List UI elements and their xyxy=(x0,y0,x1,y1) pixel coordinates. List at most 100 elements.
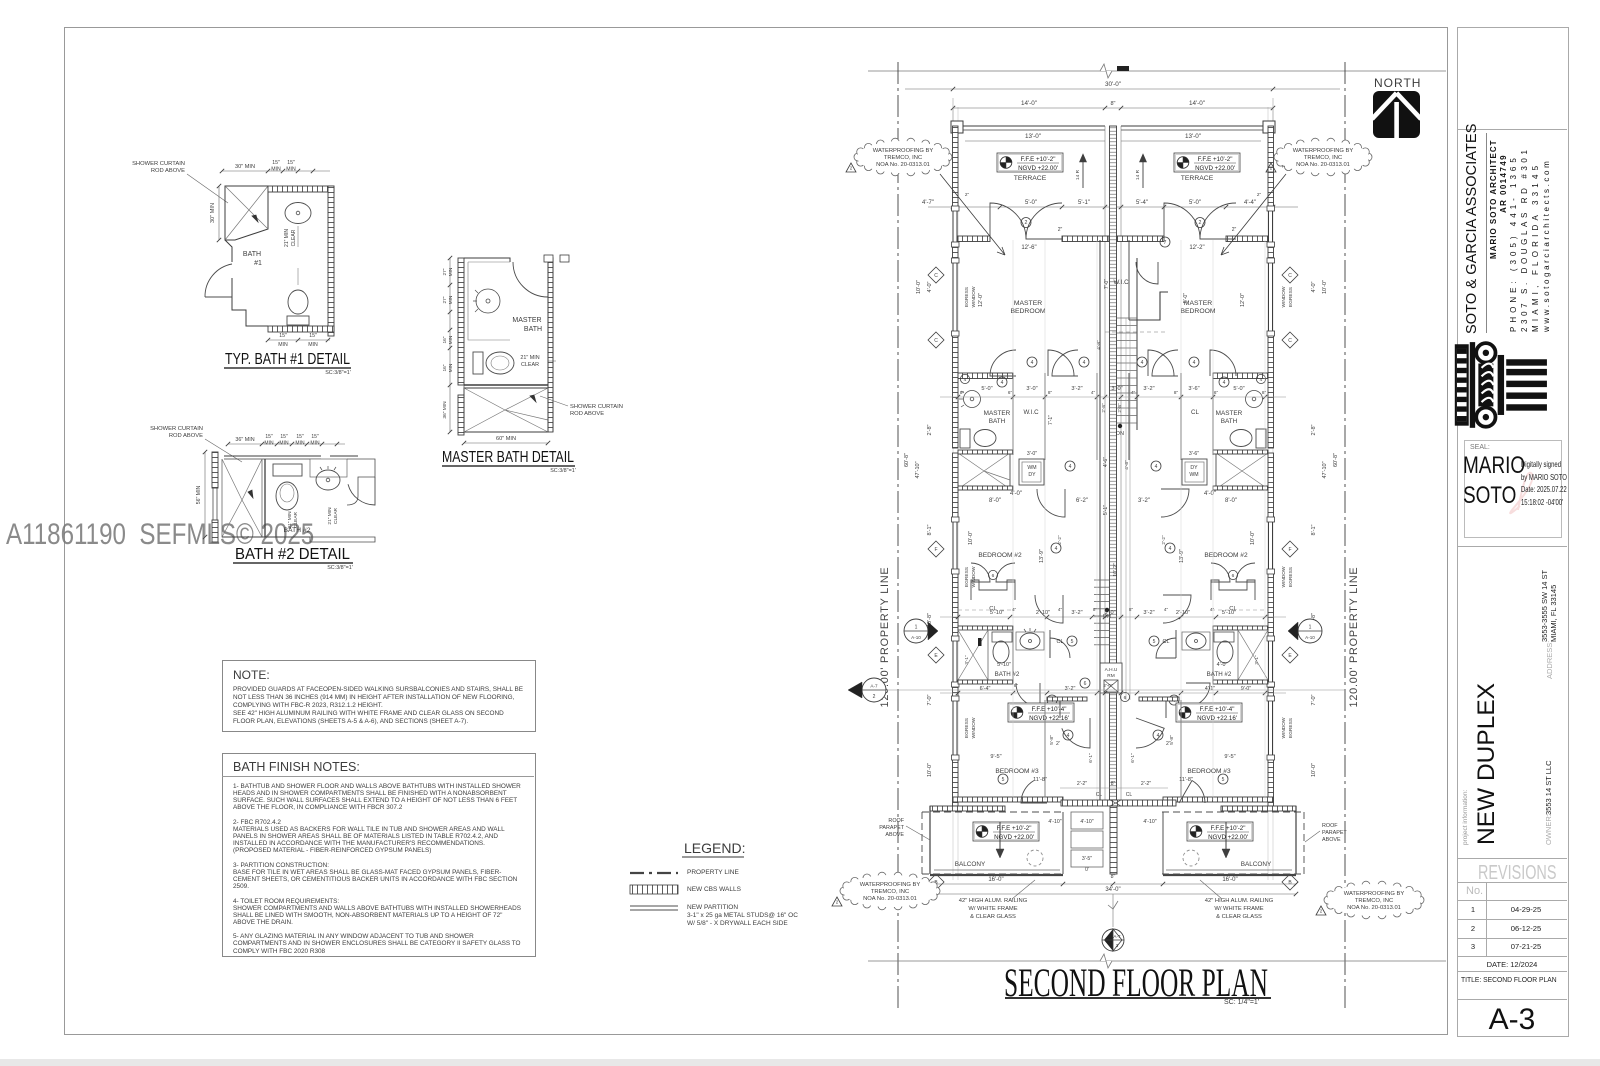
svg-text:21" MIN: 21" MIN xyxy=(520,355,539,361)
svg-text:TYP. BATH #1 DETAIL: TYP. BATH #1 DETAIL xyxy=(225,351,350,368)
svg-text:4'-10": 4'-10" xyxy=(1143,819,1156,825)
svg-text:2: 2 xyxy=(1025,220,1028,226)
svg-text:5'-4": 5'-4" xyxy=(1136,200,1148,206)
svg-text:8": 8" xyxy=(1129,607,1134,612)
svg-text:2'-2": 2'-2" xyxy=(1077,781,1087,787)
svg-text:6'-1": 6'-1" xyxy=(1130,753,1136,763)
svg-text:15": 15" xyxy=(311,434,319,440)
svg-text:5'-8": 5'-8" xyxy=(1169,735,1175,745)
svg-text:BATH: BATH xyxy=(524,326,542,333)
svg-text:TREMCO, INC: TREMCO, INC xyxy=(1355,898,1393,904)
svg-text:2'-0": 2'-0" xyxy=(1103,683,1113,688)
svg-text:3'-2": 3'-2" xyxy=(1065,686,1076,692)
svg-text:NGVD +22.00': NGVD +22.00' xyxy=(994,834,1034,841)
svg-text:4'-0": 4'-0" xyxy=(1217,662,1228,668)
svg-text:ROD ABOVE: ROD ABOVE xyxy=(151,168,185,174)
svg-text:E: E xyxy=(934,653,938,659)
svg-text:6": 6" xyxy=(1214,390,1219,395)
svg-text:5'-10": 5'-10" xyxy=(990,610,1004,616)
svg-text:14 R: 14 R xyxy=(1135,169,1141,180)
svg-text:3'-5": 3'-5" xyxy=(1082,856,1092,862)
svg-text:5: 5 xyxy=(1071,639,1074,645)
svg-text:NGVD +22.00': NGVD +22.00' xyxy=(1195,165,1235,172)
svg-text:120.00' PROPERTY LINE: 120.00' PROPERTY LINE xyxy=(879,567,891,708)
svg-text:#1: #1 xyxy=(254,260,262,267)
svg-text:10'-2": 10'-2" xyxy=(1113,563,1119,576)
svg-text:56" MIN: 56" MIN xyxy=(196,485,202,504)
svg-text:EGRESS: EGRESS xyxy=(964,287,970,307)
svg-text:WM: WM xyxy=(1027,465,1036,471)
svg-text:8": 8" xyxy=(1111,874,1116,880)
svg-text:10'-0": 10'-0" xyxy=(916,280,922,294)
svg-text:27": 27" xyxy=(442,296,448,303)
svg-text:5'-8": 5'-8" xyxy=(1049,735,1055,745)
svg-text:CL: CL xyxy=(1057,639,1064,645)
svg-text:MIN: MIN xyxy=(286,167,296,173)
svg-text:3: 3 xyxy=(1116,943,1119,949)
svg-text:10'-8": 10'-8" xyxy=(927,613,933,627)
svg-text:MASTER: MASTER xyxy=(1184,300,1212,307)
svg-text:12'-0": 12'-0" xyxy=(978,293,984,307)
svg-text:15": 15" xyxy=(287,160,295,166)
svg-text:BATH: BATH xyxy=(1221,418,1238,425)
svg-text:3'-2": 3'-2" xyxy=(1071,386,1082,392)
svg-text:4: 4 xyxy=(1031,360,1034,366)
svg-text:EGRESS: EGRESS xyxy=(964,718,970,738)
svg-text:CLEAR: CLEAR xyxy=(293,511,299,528)
svg-text:5'-0": 5'-0" xyxy=(1233,386,1244,392)
svg-text:MIN: MIN xyxy=(448,295,454,304)
svg-text:5'-0": 5'-0" xyxy=(1189,200,1201,206)
svg-text:F.F.E +10'-2": F.F.E +10'-2" xyxy=(997,825,1032,832)
svg-text:TREMCO, INC: TREMCO, INC xyxy=(884,155,922,161)
svg-text:30" MIN: 30" MIN xyxy=(235,164,255,170)
svg-text:4: 4 xyxy=(1141,360,1144,366)
svg-text:ABOVE: ABOVE xyxy=(885,832,904,838)
svg-text:3'-1": 3'-1" xyxy=(1254,655,1259,665)
svg-text:47'-10": 47'-10" xyxy=(1322,461,1328,478)
svg-text:0': 0' xyxy=(1085,867,1089,873)
svg-text:ROOF: ROOF xyxy=(888,818,904,824)
svg-text:2'-8": 2'-8" xyxy=(1101,403,1106,413)
svg-text:4'-7": 4'-7" xyxy=(922,200,934,206)
svg-text:CL: CL xyxy=(1163,639,1170,645)
svg-text:5'-0": 5'-0" xyxy=(981,386,992,392)
svg-text:RM: RM xyxy=(1107,673,1114,679)
svg-text:MASTER: MASTER xyxy=(1014,300,1042,307)
svg-text:BEDROOM: BEDROOM xyxy=(1010,308,1045,315)
svg-text:WATERPROOFING BY: WATERPROOFING BY xyxy=(860,882,921,888)
svg-text:F: F xyxy=(1288,547,1291,553)
svg-text:TREMCO, INC: TREMCO, INC xyxy=(871,889,909,895)
svg-text:BATH #2: BATH #2 xyxy=(283,527,310,534)
svg-text:4'-8": 4'-8" xyxy=(1096,340,1102,350)
svg-text:MASTER BATH DETAIL: MASTER BATH DETAIL xyxy=(442,449,574,466)
svg-text:MIN: MIN xyxy=(278,342,288,348)
svg-text:13'-9": 13'-9" xyxy=(1039,549,1045,563)
svg-text:30" MIN: 30" MIN xyxy=(210,203,216,223)
svg-text:W/ WHITE FRAME: W/ WHITE FRAME xyxy=(968,906,1017,912)
svg-text:ROOF: ROOF xyxy=(1322,823,1338,829)
svg-text:& CLEAR GLASS: & CLEAR GLASS xyxy=(1216,914,1262,920)
svg-text:MIN: MIN xyxy=(271,167,281,173)
svg-text:F.F.E +10'-2": F.F.E +10'-2" xyxy=(1198,156,1233,163)
svg-text:BEDROOM #2: BEDROOM #2 xyxy=(978,552,1022,559)
svg-text:13'-0": 13'-0" xyxy=(1185,133,1201,140)
svg-text:10'-0": 10'-0" xyxy=(927,763,933,777)
svg-text:5'-0": 5'-0" xyxy=(1025,200,1037,206)
svg-text:CLEAR: CLEAR xyxy=(521,362,539,368)
svg-text:14'-0": 14'-0" xyxy=(1189,100,1205,107)
svg-text:5: 5 xyxy=(1153,639,1156,645)
svg-text:15": 15" xyxy=(265,434,273,440)
svg-text:CLEAR: CLEAR xyxy=(333,507,339,524)
svg-text:120.00' PROPERTY LINE: 120.00' PROPERTY LINE xyxy=(1348,567,1360,708)
svg-text:BALCONY: BALCONY xyxy=(955,861,986,868)
svg-text:BATH #2: BATH #2 xyxy=(1207,671,1232,678)
svg-text:E: E xyxy=(1288,653,1292,659)
svg-text:C: C xyxy=(1288,338,1292,344)
svg-text:BEDROOM #2: BEDROOM #2 xyxy=(1204,552,1248,559)
svg-text:SC:3/8"=1': SC:3/8"=1' xyxy=(325,370,351,376)
svg-text:ROD ABOVE: ROD ABOVE xyxy=(169,433,203,439)
svg-text:A.H.U: A.H.U xyxy=(1105,667,1118,673)
svg-text:7'-1": 7'-1" xyxy=(1048,415,1054,425)
svg-text:4: 4 xyxy=(1193,360,1196,366)
svg-text:4'-8": 4'-8" xyxy=(1124,460,1130,470)
